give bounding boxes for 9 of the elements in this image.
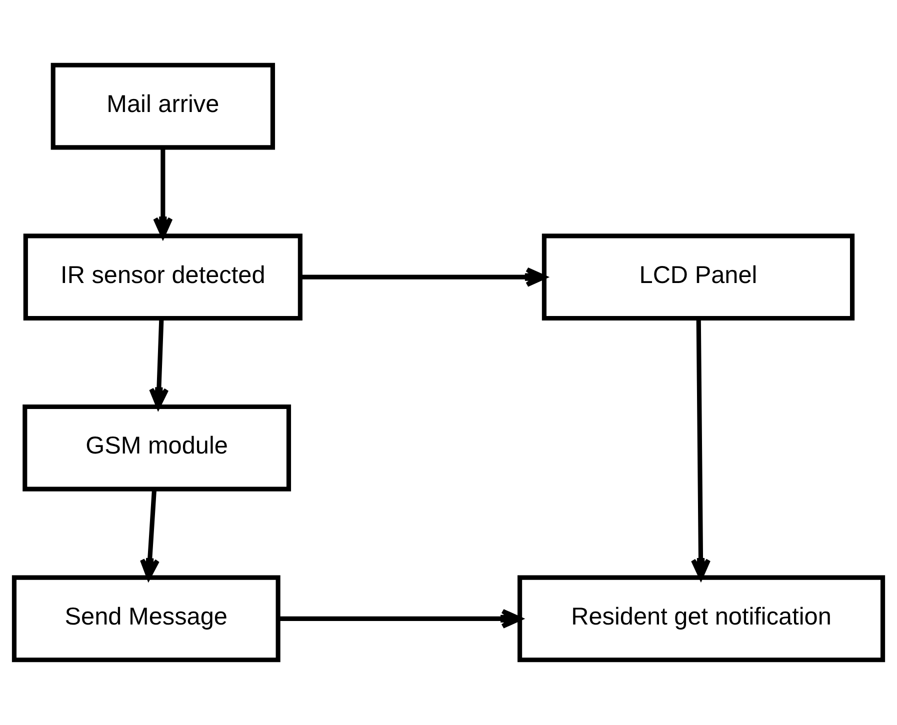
arrow	[300, 267, 546, 287]
node-box: LCD Panel	[542, 234, 855, 321]
arrow	[149, 318, 169, 409]
node-box: GSM module	[22, 404, 292, 492]
node-box: Mail arrive	[50, 62, 276, 150]
node-box: Send Message	[12, 575, 280, 662]
node-box: Resident get notification	[518, 575, 886, 662]
node-box: IR sensor detected	[23, 234, 302, 321]
arrow	[153, 148, 173, 238]
